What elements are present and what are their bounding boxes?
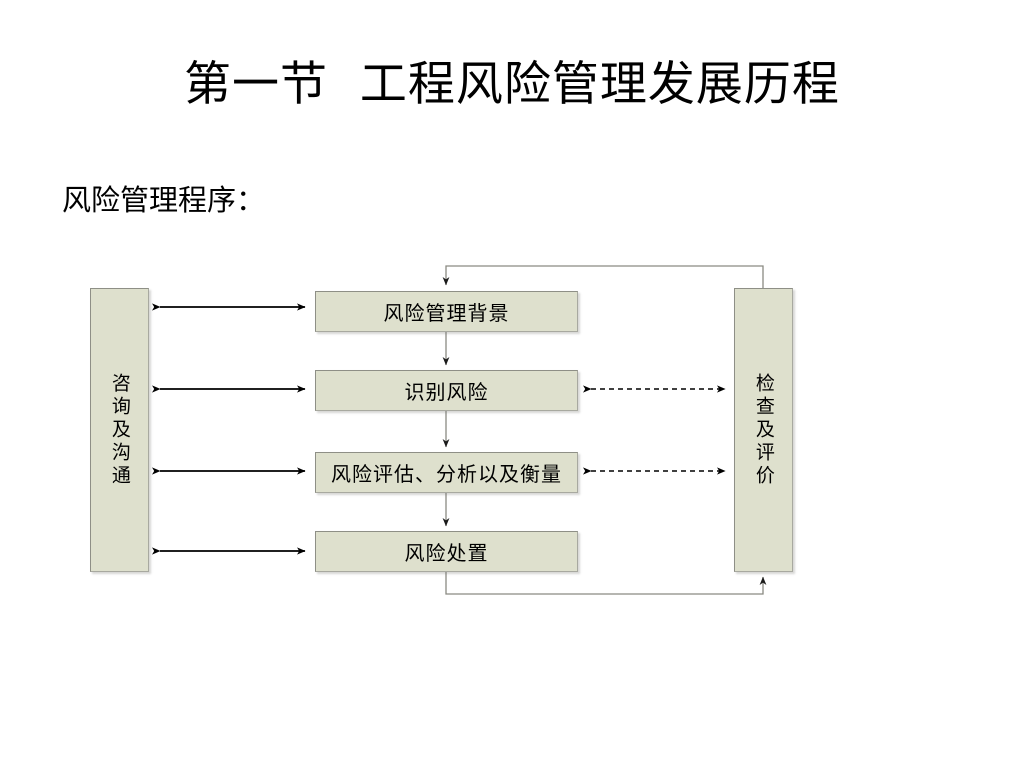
node-label: 咨询及沟通	[108, 372, 131, 488]
node-label: 风险处置	[404, 541, 489, 565]
page-title: 第一节 工程风险管理发展历程	[184, 57, 840, 112]
node-risk-identification[interactable]: 识别风险	[315, 370, 578, 411]
node-consultation-communication[interactable]: 咨询及沟通	[90, 288, 149, 572]
node-label: 检查及评价	[752, 372, 775, 488]
node-risk-assessment-analysis-measurement[interactable]: 风险评估、分析以及衡量	[315, 452, 578, 493]
connector-review-top-feedback	[442, 265, 764, 288]
node-label: 识别风险	[404, 380, 489, 404]
subtitle-label: 风险管理程序：	[62, 183, 266, 217]
node-label: 风险评估、分析以及衡量	[331, 462, 562, 486]
node-label: 风险管理背景	[383, 301, 510, 325]
node-risk-treatment[interactable]: 风险处置	[315, 531, 578, 572]
connector-review-bottom-feedback	[445, 572, 767, 595]
node-monitoring-review[interactable]: 检查及评价	[734, 288, 793, 572]
node-risk-management-context[interactable]: 风险管理背景	[315, 291, 578, 332]
